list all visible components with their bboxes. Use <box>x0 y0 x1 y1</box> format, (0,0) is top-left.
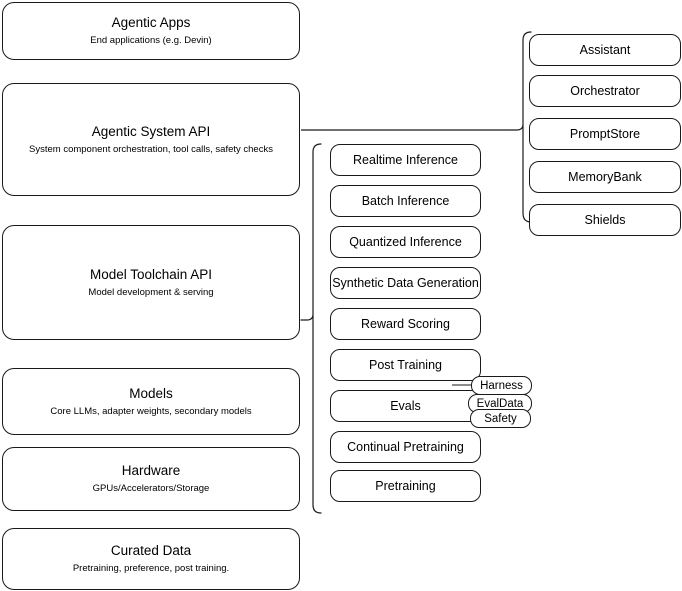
eval-badge-label: Harness <box>480 379 523 392</box>
toolchain-item-label: Evals <box>390 399 421 413</box>
toolchain-item-label: Pretraining <box>375 479 436 493</box>
toolchain-item-label: Realtime Inference <box>353 153 458 167</box>
stack-box-title: Agentic Apps <box>111 15 191 30</box>
toolchain-item-quantized-inference[interactable]: Quantized Inference <box>330 226 481 258</box>
toolchain-item-label: Continual Pretraining <box>347 440 464 454</box>
agentic-item-orchestrator[interactable]: Orchestrator <box>529 75 681 107</box>
stack-box-subtitle: Core LLMs, adapter weights, secondary mo… <box>50 405 252 417</box>
toolchain-item-label: Reward Scoring <box>361 317 450 331</box>
brace-toolchain-items <box>300 143 322 514</box>
stack-box-subtitle: GPUs/Accelerators/Storage <box>92 483 210 494</box>
stack-box-title: Hardware <box>121 463 181 478</box>
stack-box-model-toolchain-api[interactable]: Model Toolchain API Model development & … <box>2 225 300 340</box>
stack-box-title: Model Toolchain API <box>89 266 213 282</box>
toolchain-item-batch-inference[interactable]: Batch Inference <box>330 185 481 217</box>
eval-badge-harness[interactable]: Harness <box>471 376 532 395</box>
toolchain-item-realtime-inference[interactable]: Realtime Inference <box>330 144 481 176</box>
toolchain-item-label: Quantized Inference <box>349 235 462 249</box>
toolchain-item-evals[interactable]: Evals <box>330 390 481 422</box>
agentic-item-promptstore[interactable]: PromptStore <box>529 118 681 150</box>
stack-box-title: Agentic System API <box>91 123 211 139</box>
stack-box-hardware[interactable]: Hardware GPUs/Accelerators/Storage <box>2 447 300 511</box>
stack-box-agentic-apps[interactable]: Agentic Apps End applications (e.g. Devi… <box>2 2 300 60</box>
toolchain-item-post-training[interactable]: Post Training <box>330 349 481 381</box>
agentic-item-assistant[interactable]: Assistant <box>529 34 681 66</box>
stack-box-subtitle: Pretraining, preference, post training. <box>72 563 230 574</box>
agentic-item-label: Assistant <box>579 43 631 57</box>
stack-box-models[interactable]: Models Core LLMs, adapter weights, secon… <box>2 368 300 435</box>
toolchain-item-synthetic-data-generation[interactable]: Synthetic Data Generation <box>330 267 481 299</box>
agentic-item-label: Orchestrator <box>570 84 640 98</box>
agentic-item-label: PromptStore <box>569 127 641 141</box>
toolchain-item-continual-pretraining[interactable]: Continual Pretraining <box>330 431 481 463</box>
toolchain-item-label: Synthetic Data Generation <box>332 276 479 290</box>
eval-badge-evaldata[interactable]: EvalData <box>468 394 532 413</box>
agentic-item-label: Shields <box>584 213 626 227</box>
eval-badge-label: Safety <box>484 412 517 425</box>
stack-box-subtitle: End applications (e.g. Devin) <box>90 35 212 46</box>
agentic-item-memorybank[interactable]: MemoryBank <box>529 161 681 193</box>
agentic-item-label: MemoryBank <box>568 170 642 184</box>
stack-box-curated-data[interactable]: Curated Data Pretraining, preference, po… <box>2 528 300 590</box>
stack-box-title: Curated Data <box>110 543 192 558</box>
stack-box-subtitle: Model development & serving <box>88 286 214 298</box>
eval-badge-label: EvalData <box>476 397 524 410</box>
stack-box-agentic-system-api[interactable]: Agentic System API System component orch… <box>2 83 300 196</box>
stack-box-title: Models <box>129 385 173 401</box>
stack-box-subtitle: System component orchestration, tool cal… <box>29 143 273 155</box>
toolchain-item-reward-scoring[interactable]: Reward Scoring <box>330 308 481 340</box>
agentic-item-shields[interactable]: Shields <box>529 204 681 236</box>
toolchain-item-pretraining[interactable]: Pretraining <box>330 470 481 502</box>
eval-badge-safety[interactable]: Safety <box>470 409 531 428</box>
toolchain-item-label: Batch Inference <box>361 194 450 208</box>
toolchain-item-label: Post Training <box>369 358 442 372</box>
